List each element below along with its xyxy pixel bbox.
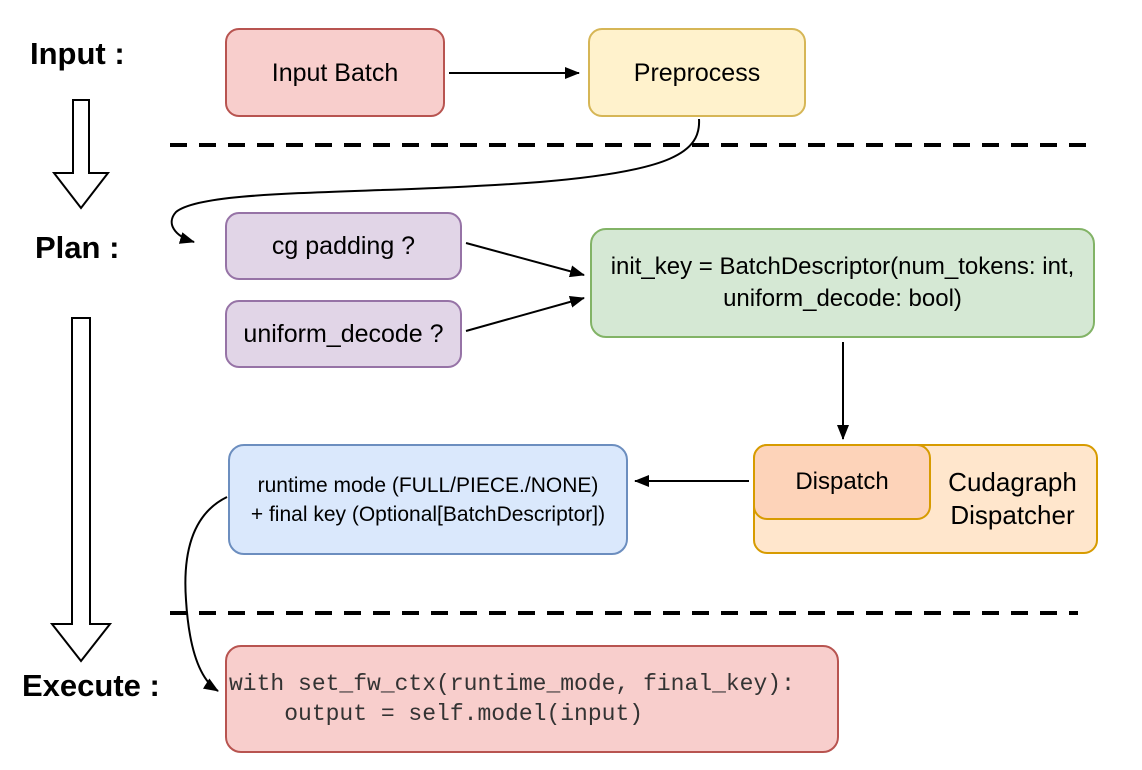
hollow-arrow-plan-to-execute: [49, 317, 113, 663]
execute-code-line1: with set_fw_ctx(runtime_mode, final_key)…: [229, 671, 795, 697]
dispatch-node: Dispatch: [753, 444, 931, 520]
preprocess-node: Preprocess: [588, 28, 806, 117]
runtime-result-line1: runtime mode (FULL/PIECE./NONE): [257, 473, 599, 497]
input-stage-label: Input :: [30, 36, 125, 71]
init-key-line1: init_key = BatchDescriptor(num_tokens: i…: [610, 253, 1075, 280]
execute-stage-label: Execute :: [22, 668, 160, 703]
input-batch-node: Input Batch: [225, 28, 445, 117]
cudagraph-dispatcher-label: Cudagraph Dispatcher: [948, 467, 1077, 530]
runtime-result-node: runtime mode (FULL/PIECE./NONE) + final …: [228, 444, 628, 555]
preprocess-label: Preprocess: [633, 58, 761, 87]
uniform-decode-label: uniform_decode ?: [243, 320, 444, 348]
dispatch-label: Dispatch: [795, 467, 889, 495]
cg-padding-node: cg padding ?: [225, 212, 462, 280]
arrow-uniformdecode-to-initkey: [465, 295, 585, 332]
uniform-decode-node: uniform_decode ?: [225, 300, 462, 368]
arrow-runtime-to-execute-code: [184, 496, 228, 692]
execute-code-line2: output = self.model(input): [229, 701, 644, 727]
hollow-arrow-input-to-plan: [51, 99, 111, 210]
init-key-node: init_key = BatchDescriptor(num_tokens: i…: [590, 228, 1095, 338]
input-batch-label: Input Batch: [271, 58, 399, 87]
arrow-cgpadding-to-initkey: [465, 242, 585, 278]
init-key-line2: uniform_decode: bool): [723, 285, 962, 312]
runtime-result-line2: + final key (Optional[BatchDescriptor]): [250, 502, 606, 526]
execute-code-node: with set_fw_ctx(runtime_mode, final_key)…: [225, 645, 839, 753]
cg-padding-label: cg padding ?: [271, 232, 416, 260]
plan-stage-label: Plan :: [35, 230, 120, 265]
